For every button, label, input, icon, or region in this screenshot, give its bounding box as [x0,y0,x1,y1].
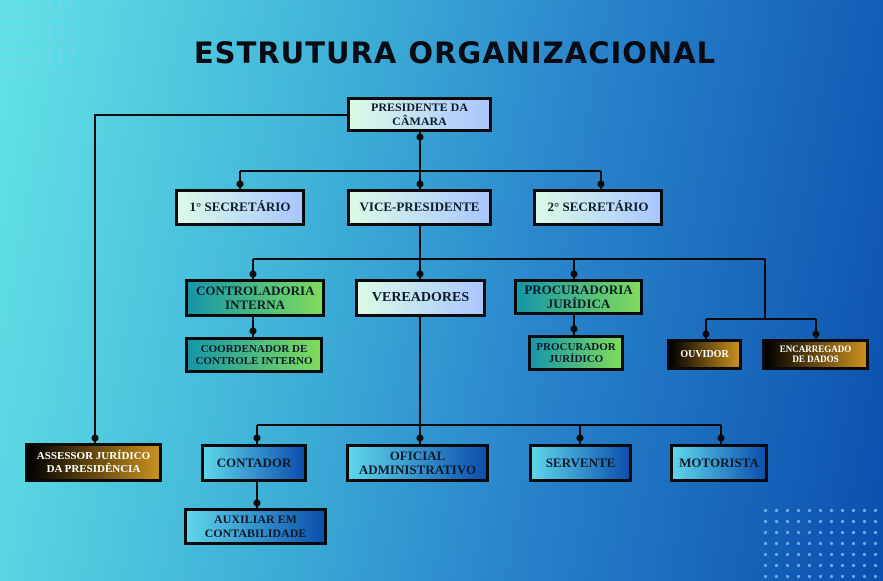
node-oficial-administrativo: OFICIAL ADMINISTRATIVO [346,444,489,482]
page-title: ESTRUTURA ORGANIZACIONAL [193,36,717,70]
node-contador: CONTADOR [201,444,307,482]
node-servente: SERVENTE [529,444,632,482]
node-1-secretario: 1° SECRETÁRIO [175,189,305,226]
node-coordenador-controle-interno: COORDENADOR DE CONTROLE INTERNO [185,337,323,373]
node-auxiliar-contabilidade: AUXILIAR EM CONTABILIDADE [184,508,327,545]
decorative-dots-bottom [760,505,883,581]
node-vice-presidente: VICE-PRESIDENTE [347,189,492,226]
node-procurador-juridico: PROCURADOR JURÍDICO [528,335,624,371]
decorative-dots-top [0,0,80,75]
node-presidente: PRESIDENTE DA CÂMARA [347,97,492,132]
node-assessor-juridico: ASSESSOR JURÍDICO DA PRESIDÊNCIA [25,443,162,482]
node-vereadores: VEREADORES [355,279,486,317]
node-controladoria-interna: CONTROLADORIA INTERNA [185,279,325,317]
node-encarregado-de-dados: ENCARREGADO DE DADOS [762,339,869,370]
node-ouvidor: OUVIDOR [667,339,742,370]
node-motorista: MOTORISTA [670,444,768,482]
node-2-secretario: 2° SECRETÁRIO [533,189,663,226]
node-procuradoria-juridica: PROCURADORIA JURÍDICA [514,279,643,315]
